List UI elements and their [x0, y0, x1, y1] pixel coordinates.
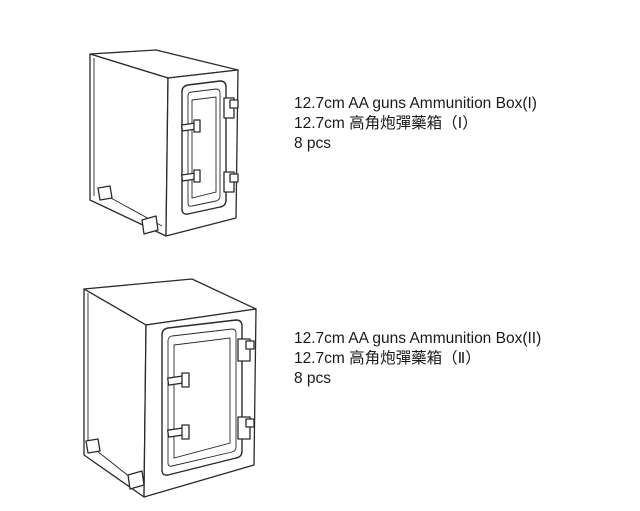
ammo-box-1-subtitle: 12.7cm 高角炮彈藥箱（Ⅰ）: [294, 115, 478, 132]
ammo-box-1-drawing: [70, 40, 270, 250]
ammo-box-2-entry: 12.7cm AA guns Ammunition Box(II) 12.7cm…: [0, 255, 640, 511]
ammo-box-1-caption: 12.7cm AA guns Ammunition Box(I) 12.7cm …: [294, 94, 537, 154]
ammo-box-2-title: 12.7cm AA guns Ammunition Box(II): [294, 330, 542, 347]
ammo-box-1-quantity: 8 pcs: [294, 135, 332, 152]
ammo-box-2-subtitle: 12.7cm 高角炮彈藥箱（Ⅱ）: [294, 350, 481, 367]
ammo-box-2-caption: 12.7cm AA guns Ammunition Box(II) 12.7cm…: [294, 329, 541, 389]
ammo-box-2-quantity: 8 pcs: [294, 370, 332, 387]
ammo-box-1-title: 12.7cm AA guns Ammunition Box(I): [294, 95, 537, 112]
ammo-box-1-entry: 12.7cm AA guns Ammunition Box(I) 12.7cm …: [0, 0, 640, 255]
ammo-box-2-drawing: [70, 265, 270, 505]
